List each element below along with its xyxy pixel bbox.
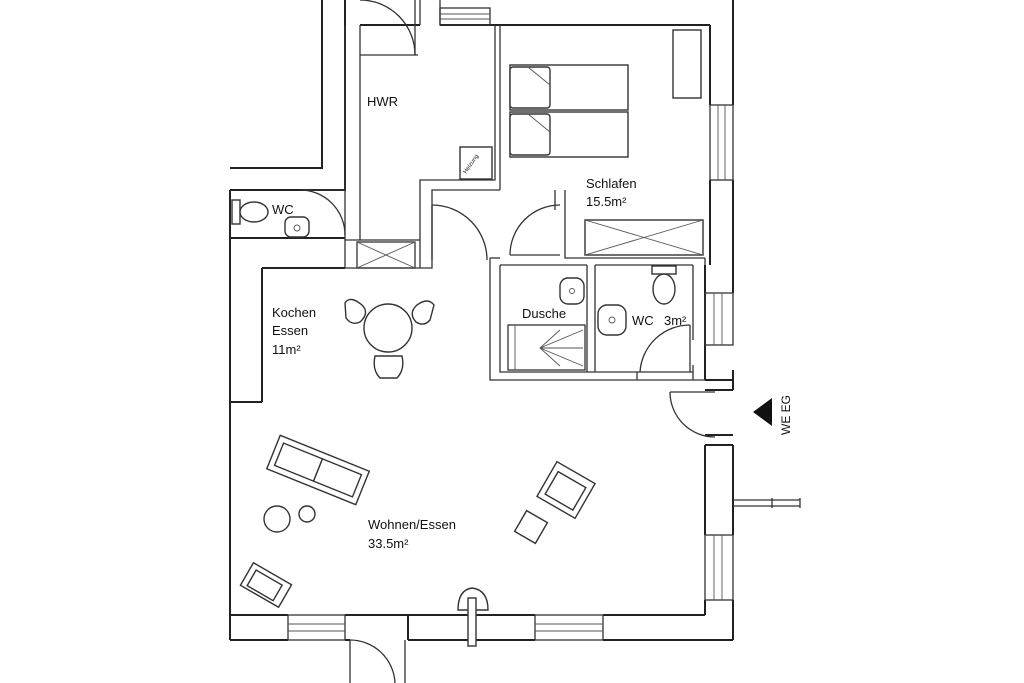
entrance-arrow-icon: [753, 398, 772, 426]
armchair-right: [535, 460, 597, 520]
windows: [287, 0, 734, 641]
interior-walls: [344, 25, 706, 381]
round-table: [363, 303, 413, 353]
heating-unit: Heizung: [459, 146, 493, 180]
chair-right: [411, 300, 435, 325]
sofa: [265, 434, 371, 506]
stool: [513, 509, 549, 545]
room-dusche-label: Dusche: [522, 306, 566, 321]
room-schlafen-label: Schlafen: [586, 176, 637, 191]
armchair-left: [239, 561, 293, 609]
room-essen-label: Essen: [272, 323, 308, 338]
wc3-toilet: [651, 265, 677, 305]
unit-label: WE EG: [779, 395, 793, 435]
shower-sink: [559, 277, 585, 305]
shower-tray: [507, 324, 586, 371]
chair-left: [344, 298, 367, 325]
hwr-cabinet: [356, 241, 416, 269]
wc-small-toilet: [231, 199, 269, 225]
wardrobe-bottom: [584, 219, 704, 256]
doors: [299, 0, 716, 683]
room-wohnen-area: 33.5m²: [368, 536, 409, 551]
side-tables: [263, 505, 316, 533]
wc3-sink: [597, 304, 627, 336]
room-wc-small-label: WC: [272, 202, 294, 217]
bed: [509, 64, 629, 158]
room-wohnen-label: Wohnen/Essen: [368, 517, 456, 532]
room-schlafen-area: 15.5m²: [586, 194, 627, 209]
room-hwr-label: HWR: [367, 94, 398, 109]
chair-bottom: [373, 355, 404, 379]
wc-small-sink: [284, 216, 310, 238]
room-wc3-label: WC: [632, 313, 654, 328]
room-kochen-label: Kochen: [272, 305, 316, 320]
room-wc3-area: 3m²: [664, 313, 687, 328]
room-kochen-area: 11m²: [272, 342, 301, 357]
wardrobe-top: [672, 29, 702, 99]
floor-lamp: [457, 587, 489, 647]
